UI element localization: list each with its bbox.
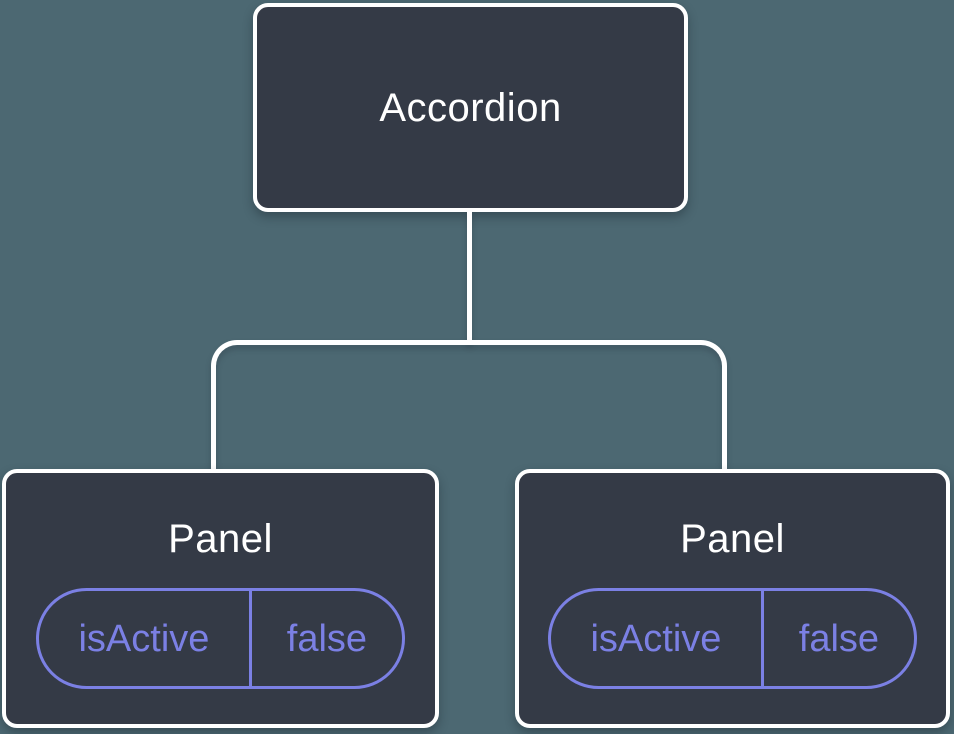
panel-title: Panel (168, 509, 273, 569)
state-value: false (798, 617, 880, 660)
connector-stem (467, 211, 472, 343)
state-value: false (286, 617, 368, 660)
state-pill-divider (248, 591, 252, 686)
state-key: isActive (78, 617, 210, 660)
accordion-node: Accordion (253, 3, 688, 212)
panel-title: Panel (680, 509, 785, 569)
panel-node-label: Panel (168, 517, 273, 561)
panel-node-left: Panel isActive false (2, 469, 439, 728)
state-key: isActive (590, 617, 722, 660)
state-pill: isActive false (548, 588, 917, 689)
panel-node-label: Panel (680, 517, 785, 561)
state-pill-divider (760, 591, 764, 686)
state-pill: isActive false (36, 588, 405, 689)
connector-bracket (211, 340, 727, 469)
panel-node-right: Panel isActive false (515, 469, 950, 728)
accordion-node-label: Accordion (379, 85, 562, 130)
